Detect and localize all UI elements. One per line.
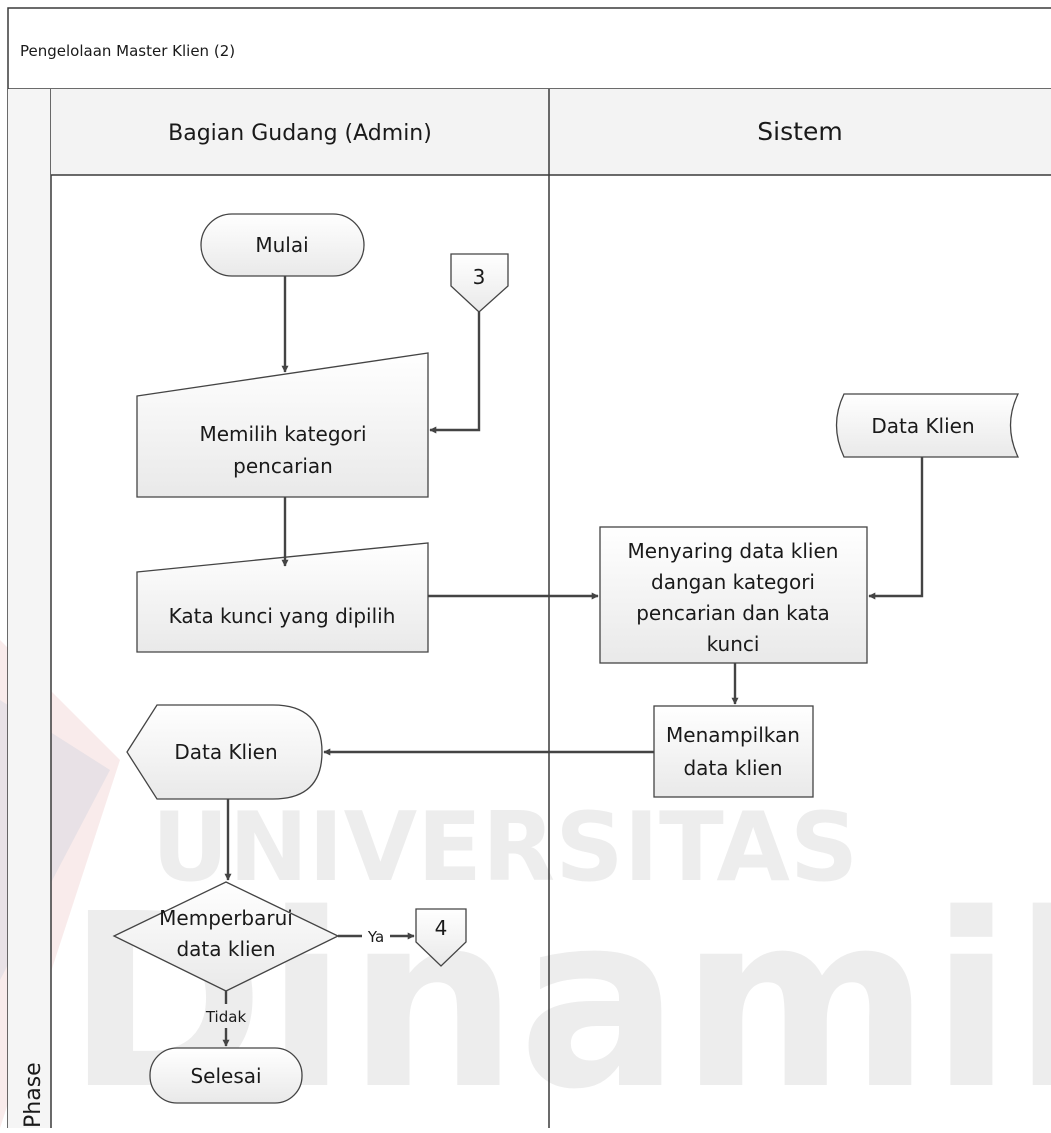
watermark-text-top: UNIVERSITAS [152,793,859,903]
lane-header-system: Sistem [757,117,842,146]
process-filter-line2: dangan kategori [651,570,815,594]
process-filter-node: Menyaring data klien dangan kategori pen… [599,526,868,664]
connector-out-label: 4 [435,916,448,940]
connector-out-node: 4 [415,908,467,967]
process-show-line2: data klien [683,756,782,780]
flow-datastore-to-filter [868,457,924,600]
process-filter-line3: pencarian dan kata [636,601,830,625]
start-node: Mulai [200,213,365,277]
lane-header-band [51,89,1051,175]
process-show-node: Menampilkan data klien [653,705,814,798]
datastore-label: Data Klien [871,414,974,438]
connector-in-label: 3 [473,265,486,289]
display-node: Data Klien [126,704,323,800]
edge-label-yes: Ya [367,928,384,946]
connector-in-node: 3 [450,253,509,313]
process-show-line1: Menampilkan [666,723,800,747]
manual-input-keyword-label: Kata kunci yang dipilih [169,604,396,628]
edge-label-no: Tidak [205,1008,247,1026]
process-filter-line4: kunci [707,632,760,656]
process-filter-line1: Menyaring data klien [628,539,839,563]
manual-input-category-line1: Memilih kategori [199,422,366,446]
manual-input-keyword: Kata kunci yang dipilih [136,542,429,653]
end-label: Selesai [190,1064,261,1088]
manual-input-category-line2: pencarian [233,454,333,478]
decision-line2: data klien [176,937,275,961]
lane-header-admin: Bagian Gudang (Admin) [168,121,432,146]
decision-node: Memperbarui data klien [112,881,340,992]
end-node: Selesai [149,1047,303,1104]
phase-label: Phase [21,1062,46,1128]
start-label: Mulai [255,233,308,257]
decision-line1: Memperbarui [159,906,293,930]
diagram-title: Pengelolaan Master Klien (2) [20,42,235,60]
flow-connector3-to-input1 [429,312,481,434]
datastore-node: Data Klien [835,393,1020,458]
phase-column [8,89,51,1133]
display-label: Data Klien [174,740,277,764]
manual-input-category: Memilih kategori pencarian [136,352,429,498]
